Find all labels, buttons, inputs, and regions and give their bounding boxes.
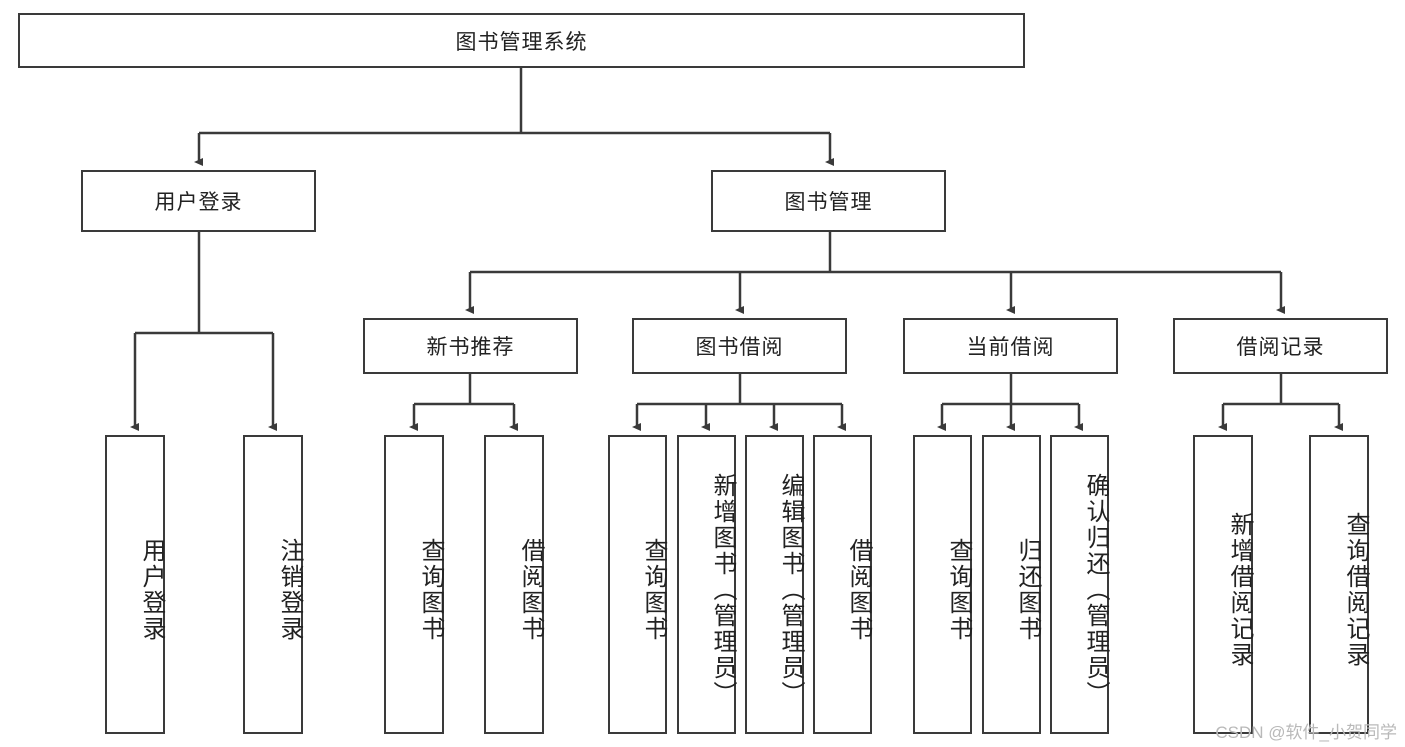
node-label: 图书借阅 [695, 336, 784, 359]
leaf-user-login-login[interactable]: 用户登录 [105, 435, 165, 734]
node-label: 新增图书（管理员） [709, 472, 736, 707]
node-label: 查询图书 [640, 537, 667, 642]
node-label: 图书管理系统 [455, 30, 588, 54]
leaf-borrow-edit-book-admin[interactable]: 编辑图书（管理员） [745, 435, 804, 734]
node-label: 用户登录 [154, 191, 243, 214]
leaf-borrow-add-book-admin[interactable]: 新增图书（管理员） [677, 435, 736, 734]
node-borrow-record[interactable]: 借阅记录 [1173, 318, 1388, 374]
node-label: 图书管理 [784, 191, 873, 214]
node-current-borrow[interactable]: 当前借阅 [903, 318, 1118, 374]
leaf-borrow-borrow-book[interactable]: 借阅图书 [813, 435, 872, 734]
node-label: 查询图书 [945, 537, 972, 642]
leaf-user-login-logout[interactable]: 注销登录 [243, 435, 303, 734]
node-label: 确认归还（管理员） [1082, 472, 1109, 707]
node-label: 查询借阅记录 [1342, 511, 1369, 668]
leaf-recommend-borrow-book[interactable]: 借阅图书 [484, 435, 544, 734]
leaf-recommend-query-book[interactable]: 查询图书 [384, 435, 444, 734]
node-label: 借阅记录 [1236, 336, 1325, 359]
node-user-login[interactable]: 用户登录 [81, 170, 316, 232]
node-root-system[interactable]: 图书管理系统 [18, 13, 1025, 68]
leaf-current-return-book[interactable]: 归还图书 [982, 435, 1041, 734]
node-label: 新增借阅记录 [1226, 511, 1253, 668]
node-label: 借阅图书 [845, 537, 872, 642]
watermark-text: CSDN @软件_小贺同学 [1215, 723, 1397, 742]
leaf-borrow-query-book[interactable]: 查询图书 [608, 435, 667, 734]
leaf-current-confirm-return-admin[interactable]: 确认归还（管理员） [1050, 435, 1109, 734]
leaf-current-query-book[interactable]: 查询图书 [913, 435, 972, 734]
node-label: 借阅图书 [517, 537, 544, 642]
node-label: 编辑图书（管理员） [777, 472, 804, 707]
node-label: 当前借阅 [966, 336, 1055, 359]
node-label: 用户登录 [138, 537, 165, 642]
leaf-record-query-record[interactable]: 查询借阅记录 [1309, 435, 1369, 734]
node-new-book-recommend[interactable]: 新书推荐 [363, 318, 578, 374]
node-label: 查询图书 [417, 537, 444, 642]
node-book-management[interactable]: 图书管理 [711, 170, 946, 232]
node-label: 新书推荐 [426, 336, 515, 359]
node-label: 归还图书 [1014, 537, 1041, 642]
node-book-borrow[interactable]: 图书借阅 [632, 318, 847, 374]
node-label: 注销登录 [276, 537, 303, 642]
leaf-record-add-record[interactable]: 新增借阅记录 [1193, 435, 1253, 734]
